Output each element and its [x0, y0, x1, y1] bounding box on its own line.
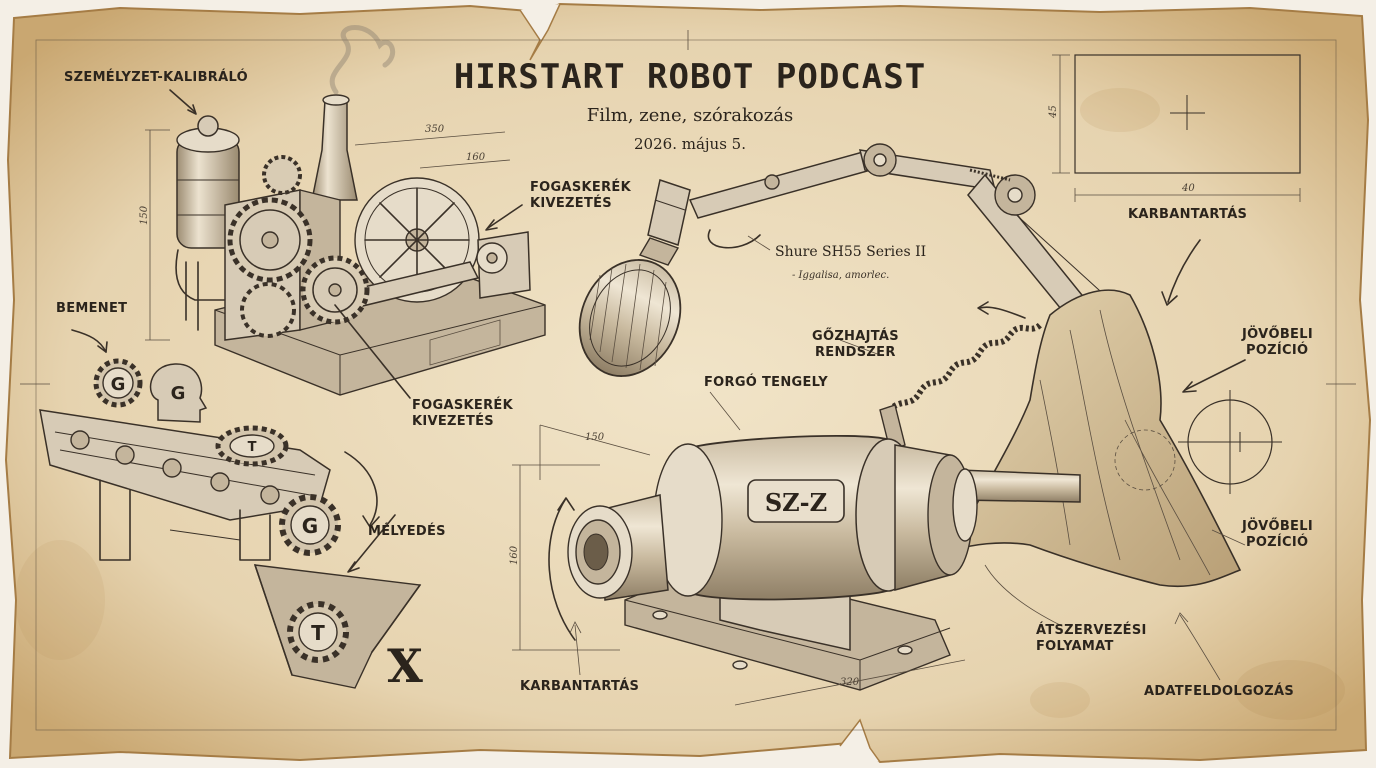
technical-frame: 45 40 [1048, 54, 1301, 202]
label-gozhajtas-2: RENDSZER [815, 345, 896, 360]
label-karbantartas-top: KARBANTARTÁS [1128, 206, 1247, 222]
gear-token-4: T [287, 601, 349, 663]
robot-arm: Shure SH55 Series II - Iggalisa, amorlec… [578, 143, 1111, 377]
label-fogaskerek-top-2: KIVEZETÉS [530, 195, 612, 211]
dim-150-front: 150 [585, 432, 605, 443]
label-fogaskerek-mid-2: KIVEZETÉS [412, 413, 494, 429]
label-jovobeli-1a: JÖVŐBELI [1241, 326, 1313, 342]
label-szemelyzet-kalibralo: SZEMÉLYZET-KALIBRÁLÓ [64, 69, 248, 85]
gear-token-3: G [279, 494, 341, 556]
label-bemenet: BEMENET [56, 301, 127, 316]
dim-45: 45 [1048, 105, 1059, 119]
label-jovobeli-2a: JÖVŐBELI [1241, 518, 1313, 534]
label-forgo-tengely: FORGÓ TENGELY [704, 374, 828, 390]
label-fogaskerek-top-1: FOGASKERÉK [530, 179, 632, 195]
gear-token-2: T [215, 425, 289, 467]
callout-leaders [169, 89, 1246, 681]
dim-160-side: 160 [509, 545, 520, 565]
dim-320: 320 [840, 677, 860, 688]
gear-letter: G [302, 514, 318, 538]
engine-badge: SZ-Z [765, 488, 827, 517]
cloth-drape [953, 289, 1242, 588]
label-adatfeldolgozas: ADATFELDOLGOZÁS [1144, 683, 1294, 699]
head-token: G [149, 363, 208, 423]
label-gozhajtas-1: GŐZHAJTÁS [812, 328, 899, 344]
label-jovobeli-2b: POZÍCIÓ [1246, 534, 1308, 550]
dim-150-engine: 150 [139, 205, 150, 225]
head-letter: G [171, 383, 186, 404]
label-fogaskerek-mid-1: FOGASKERÉK [412, 397, 514, 413]
poster-subtitle: Film, zene, szórakozás [587, 105, 793, 126]
steam-drive-spring [879, 322, 1043, 451]
dim-160-top: 160 [466, 152, 486, 163]
reject-mark: X [387, 639, 423, 693]
gear-letter: T [248, 440, 257, 455]
poster-header: HIRSTART ROBOT PODCAST Film, zene, szóra… [454, 57, 926, 153]
label-melyedes: MÉLYEDÉS [368, 523, 446, 539]
gear-token-1: G [93, 358, 143, 408]
label-atszervezesi-2: FOLYAMAT [1036, 639, 1114, 654]
future-position-target [1114, 390, 1282, 494]
dim-350: 350 [425, 124, 445, 135]
poster-date: 2026. május 5. [634, 135, 746, 153]
callout-labels: SZEMÉLYZET-KALIBRÁLÓ FOGASKERÉK KIVEZETÉ… [56, 69, 1313, 699]
label-karbantartas-bottom: KARBANTARTÁS [520, 678, 639, 694]
mic-model-label: Shure SH55 Series II [775, 244, 926, 260]
motor-assembly: SZ-Z 160 150 320 [509, 424, 1081, 706]
poster-title: HIRSTART ROBOT PODCAST [454, 57, 926, 97]
gear-letter: G [111, 374, 126, 395]
label-jovobeli-1b: POZÍCIÓ [1246, 342, 1308, 358]
label-atszervezesi-1: ÁTSZERVEZÉSI [1036, 622, 1147, 638]
steam-engine: 150 350 160 [139, 25, 546, 396]
gear-letter: T [311, 621, 325, 645]
gear-sorting-line: G G T G T X [39, 329, 423, 693]
microphone [578, 259, 682, 377]
mic-note: - Iggalisa, amorlec. [792, 270, 889, 281]
dim-40: 40 [1181, 183, 1195, 194]
